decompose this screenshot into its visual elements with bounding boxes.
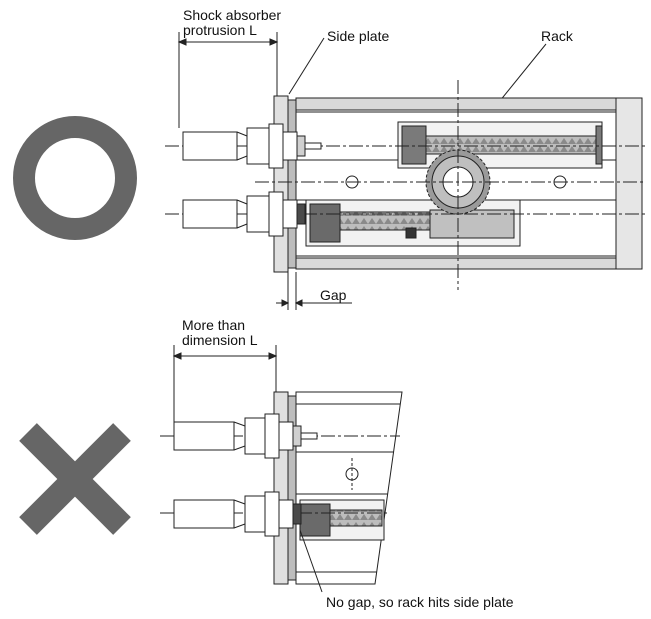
side-plate-label: Side plate [327, 28, 390, 44]
correct-circle-icon [13, 116, 137, 240]
more-than-label-line2: dimension L [182, 332, 258, 348]
shock-absorber-label-line1: Shock absorber [183, 7, 282, 23]
bottom-assembly [160, 345, 403, 593]
rack-label: Rack [541, 28, 573, 44]
more-than-label-line1: More than [182, 317, 246, 333]
no-gap-label: No gap, so rack hits side plate [326, 594, 514, 610]
top-assembly [165, 32, 646, 310]
shock-absorber-label-line2: protrusion L [183, 22, 257, 38]
incorrect-cross-icon [19, 423, 131, 535]
gap-label: Gap [320, 287, 347, 303]
